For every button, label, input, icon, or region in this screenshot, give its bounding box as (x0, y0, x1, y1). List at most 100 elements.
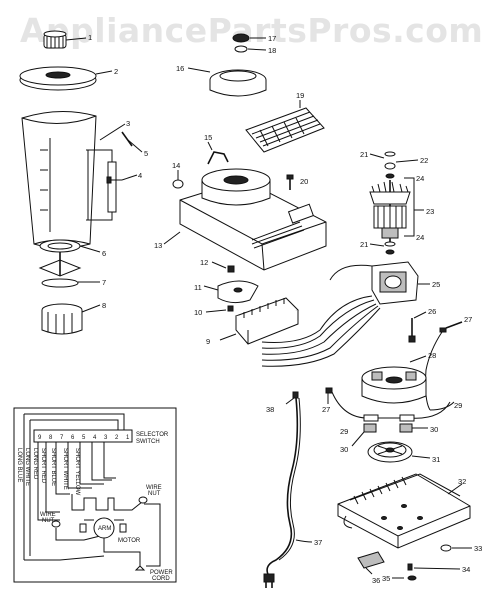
callout-part-18[interactable]: 18 (268, 46, 276, 55)
part-16-collar[interactable] (187, 67, 267, 97)
wire-label-1: LONG WHITE (24, 448, 30, 486)
selector-switch-label-2: SWITCH (136, 439, 160, 445)
callout-part-22[interactable]: 22 (420, 156, 428, 165)
callout-part-16[interactable]: 16 (176, 64, 184, 73)
callout-part-5[interactable]: 5 (144, 149, 148, 158)
callout-part-3[interactable]: 3 (126, 119, 130, 128)
callout-part-29[interactable]: 29 (454, 401, 462, 410)
part-1-cap[interactable] (43, 30, 87, 49)
watermark: AppliancePartsPros.com (20, 11, 483, 50)
part-20-screw[interactable] (286, 174, 294, 190)
callout-part-27[interactable]: 27 (464, 315, 472, 324)
part-35-washer[interactable] (392, 575, 417, 581)
part-15-spring[interactable] (207, 141, 229, 165)
part-26-brush[interactable] (408, 311, 427, 343)
callout-part-6[interactable]: 6 (102, 249, 106, 258)
callout-part-36[interactable]: 36 (372, 576, 380, 585)
part-8-jar-base[interactable] (41, 303, 101, 335)
terminal-3: 3 (104, 435, 108, 441)
power-cord-label-1: POWER (150, 570, 173, 576)
part-32-bottom-cover[interactable] (337, 473, 471, 549)
callout-part-4[interactable]: 4 (138, 171, 142, 180)
callout-part-37[interactable]: 37 (314, 538, 322, 547)
part-5-handle-screw[interactable] (121, 131, 143, 153)
part-17-18-nut-washer[interactable] (232, 33, 267, 53)
wire-nut-right-label-2: NUT (148, 491, 161, 497)
callout-part-17[interactable]: 17 (268, 34, 276, 43)
armature-label: ARM (98, 526, 111, 532)
callout-part-12[interactable]: 12 (200, 258, 208, 267)
part-19-pushbutton-panel[interactable] (245, 100, 325, 153)
callout-part-30[interactable]: 30 (340, 445, 348, 454)
part-9-terminal-block[interactable] (219, 297, 299, 345)
callout-part-23[interactable]: 23 (426, 207, 434, 216)
part-7-blade[interactable] (38, 252, 100, 288)
part-4-screw[interactable] (106, 174, 138, 184)
part-34-screw[interactable] (407, 563, 461, 571)
callout-part-13[interactable]: 13 (154, 241, 162, 250)
callout-part-10[interactable]: 10 (194, 308, 202, 317)
part-14-knob[interactable] (172, 170, 184, 189)
part-13-base-housing[interactable] (163, 168, 327, 271)
terminal-9: 9 (38, 435, 42, 441)
part-27-connector-left[interactable] (325, 387, 333, 404)
part-29-wires[interactable] (331, 391, 455, 422)
callout-part-38[interactable]: 38 (266, 405, 274, 414)
callout-part-7[interactable]: 7 (102, 278, 106, 287)
callout-part-25[interactable]: 25 (432, 280, 440, 289)
callout-part-26[interactable]: 26 (428, 307, 436, 316)
part-31-drive[interactable] (367, 441, 431, 463)
part-27-connector-right[interactable] (439, 321, 463, 333)
field-wire-6 (329, 264, 373, 281)
callout-part-9[interactable]: 9 (206, 337, 210, 346)
callout-part-30[interactable]: 30 (430, 425, 438, 434)
part-number-callouts: 1234567891011121314151617181920212122232… (88, 33, 482, 585)
wire-nut-left-label-2: NUT (42, 518, 55, 524)
callout-part-21[interactable]: 21 (360, 150, 368, 159)
callout-part-1[interactable]: 1 (88, 33, 92, 42)
terminal-5: 5 (82, 435, 86, 441)
part-11-plate[interactable] (203, 280, 259, 304)
part-10-screw[interactable] (205, 305, 234, 313)
part-25-field[interactable] (371, 261, 430, 305)
part-37-power-cord[interactable] (263, 397, 313, 588)
part-6-gasket[interactable] (39, 239, 101, 253)
part-33-foot[interactable] (440, 544, 472, 552)
callout-part-32[interactable]: 32 (458, 477, 466, 486)
wire-label-3: SHORT RED (40, 448, 46, 484)
part-2-lid[interactable] (19, 66, 113, 91)
part-23-armature[interactable] (369, 177, 424, 246)
callout-part-2[interactable]: 2 (114, 67, 118, 76)
callout-part-31[interactable]: 31 (432, 455, 440, 464)
part-12-screw[interactable] (211, 261, 235, 273)
callout-part-11[interactable]: 11 (194, 283, 202, 292)
callout-part-21[interactable]: 21 (360, 240, 368, 249)
callout-part-15[interactable]: 15 (204, 133, 212, 142)
part-30-brush-holders[interactable] (351, 423, 428, 447)
callout-part-20[interactable]: 20 (300, 177, 308, 186)
wire-nut-left-label-1: WIRE (40, 512, 56, 518)
part-21-24-washers-bottom[interactable] (369, 241, 396, 255)
callout-part-24[interactable]: 24 (416, 174, 424, 183)
callout-part-14[interactable]: 14 (172, 161, 180, 170)
callout-part-8[interactable]: 8 (102, 301, 106, 310)
callout-part-29[interactable]: 29 (340, 427, 348, 436)
callout-part-27[interactable]: 27 (322, 405, 330, 414)
callout-part-19[interactable]: 19 (296, 91, 304, 100)
part-3-jar[interactable] (21, 110, 126, 249)
callout-part-28[interactable]: 28 (428, 351, 436, 360)
callout-part-33[interactable]: 33 (474, 544, 482, 553)
part-38-strain-relief[interactable] (285, 391, 299, 405)
field-wire-5 (261, 307, 381, 367)
part-21-22-washers-top[interactable] (369, 151, 419, 179)
callout-part-24[interactable]: 24 (416, 233, 424, 242)
part-28-motor-mount[interactable] (361, 355, 427, 404)
power-cord-label-2: CORD (152, 576, 170, 582)
part-36-label[interactable] (357, 551, 385, 575)
callout-part-34[interactable]: 34 (462, 565, 470, 574)
wire-label-4: SHORT BLUE (50, 448, 56, 486)
callout-part-35[interactable]: 35 (382, 574, 390, 583)
